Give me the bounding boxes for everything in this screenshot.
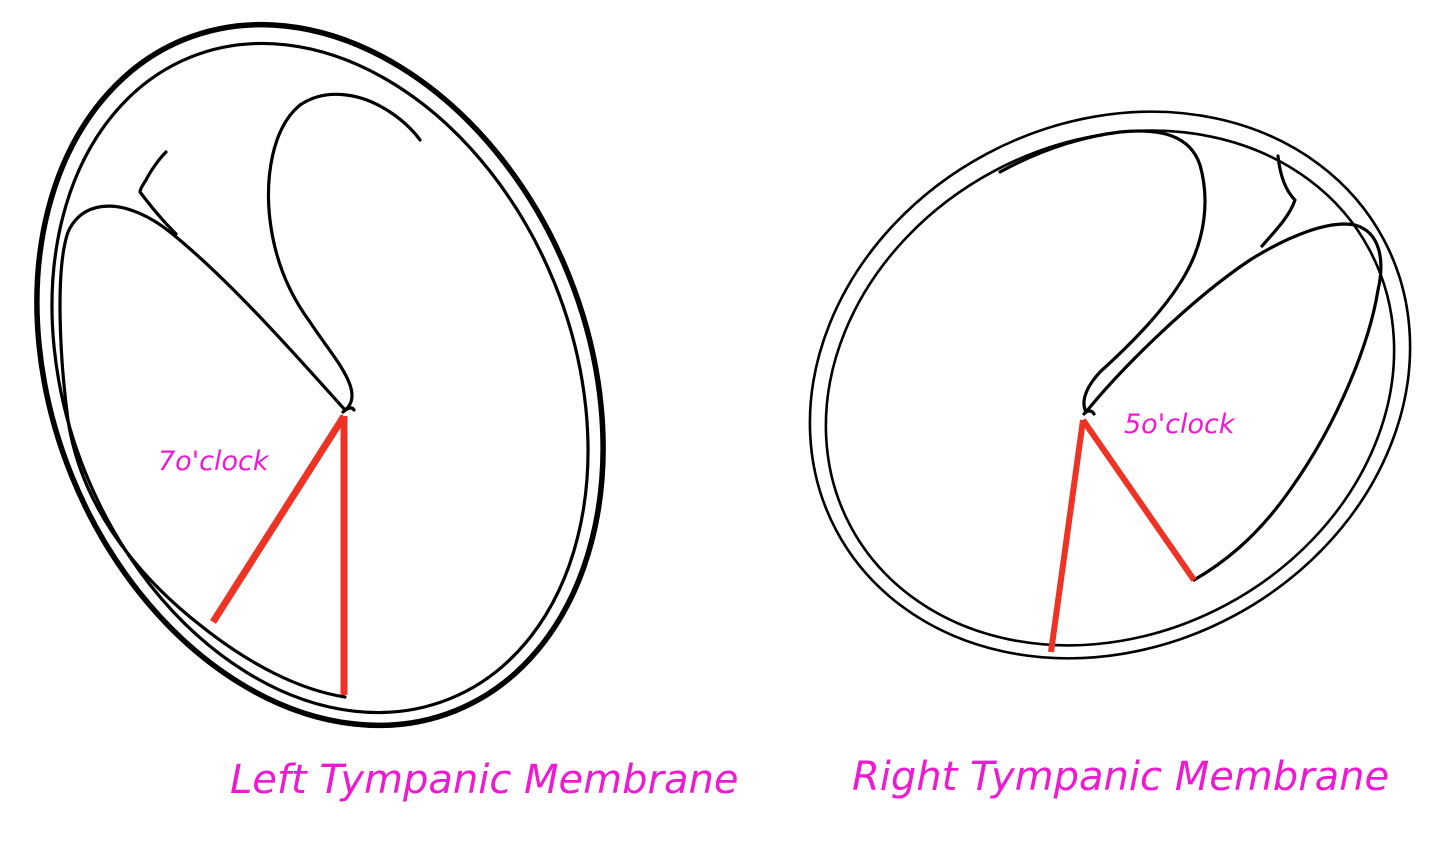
right-marker-left xyxy=(1048,419,1086,653)
right-clock-label: 5o'clock xyxy=(1124,409,1236,440)
left-clock-label: 7o'clock xyxy=(158,446,270,477)
left-notch-line xyxy=(138,150,178,236)
left-inner-rim xyxy=(50,41,590,715)
left-marker-diagonal xyxy=(210,414,347,624)
left-umbo-tip xyxy=(341,406,356,414)
right-outer-rim xyxy=(808,110,1412,660)
right-notch-line xyxy=(1260,154,1297,248)
right-umbo-tip xyxy=(1082,409,1096,416)
left-malleus-handle xyxy=(266,92,422,412)
right-malleus-handle xyxy=(998,129,1207,414)
right-caption: Right Tympanic Membrane xyxy=(852,754,1389,800)
right-posterior-lobe xyxy=(1084,222,1383,582)
right-marker-right xyxy=(1080,418,1197,582)
right-tympanic-membrane: 5o'clock Right Tympanic Membrane xyxy=(808,110,1412,800)
right-inner-rim xyxy=(824,129,1396,647)
left-caption: Left Tympanic Membrane xyxy=(230,757,738,803)
left-anterior-lobe xyxy=(58,204,347,699)
left-tympanic-membrane: 7o'clock Left Tympanic Membrane xyxy=(34,21,738,803)
left-outer-rim xyxy=(34,21,606,729)
